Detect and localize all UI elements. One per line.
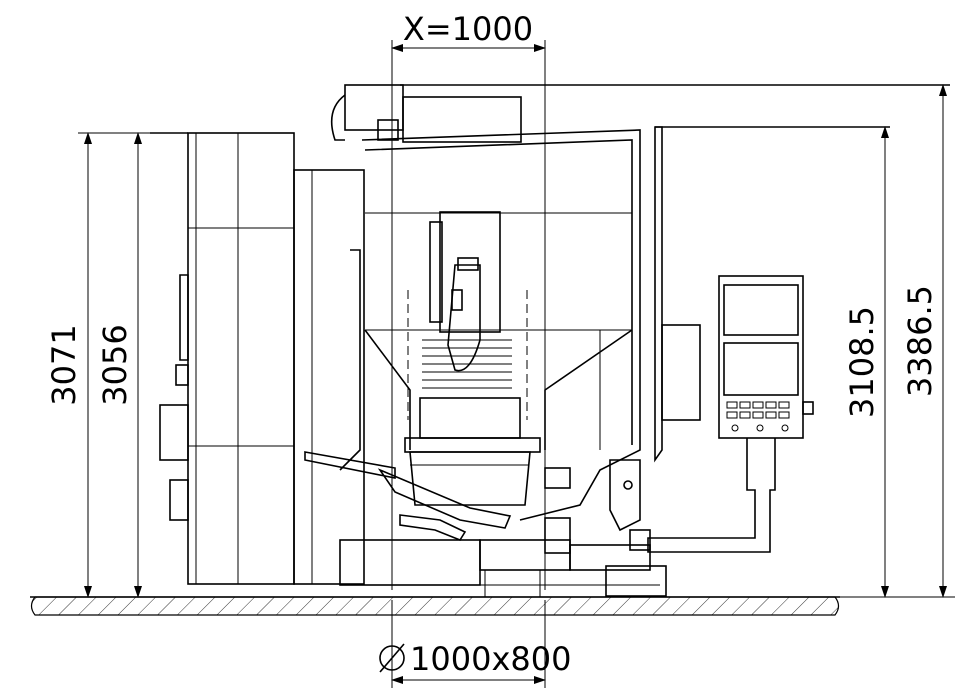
dimension-height-right-outer: 3386.5 (901, 84, 947, 598)
height-3056-label: 3056 (96, 324, 134, 405)
dimension-height-right-inner: 3108.5 (840, 126, 955, 598)
table-size-label: 1000x800 (410, 640, 571, 678)
table-ribs (422, 339, 512, 389)
diameter-icon (379, 643, 405, 673)
chip-tray (304, 451, 641, 554)
side-cabinet (661, 324, 701, 421)
height-3108-5-label: 3108.5 (843, 306, 881, 418)
machine-base (339, 529, 667, 597)
control-keypad (726, 401, 790, 432)
dimension-height-left-inner: 3056 (96, 132, 150, 598)
enclosure (339, 126, 890, 521)
x-travel-label: X=1000 (403, 10, 533, 48)
dimension-x-travel: X=1000 (391, 10, 546, 590)
spindle-head-top (330, 84, 950, 143)
height-3071-label: 3071 (45, 324, 83, 405)
spindle (422, 211, 512, 389)
rotary-table (404, 397, 541, 506)
axis-center-lines (407, 290, 528, 420)
dimension-table-size: 1000x800 (379, 600, 571, 688)
control-panel (647, 275, 814, 553)
floor (30, 596, 840, 616)
machine-column (150, 132, 365, 585)
height-3386-5-label: 3386.5 (901, 285, 939, 397)
